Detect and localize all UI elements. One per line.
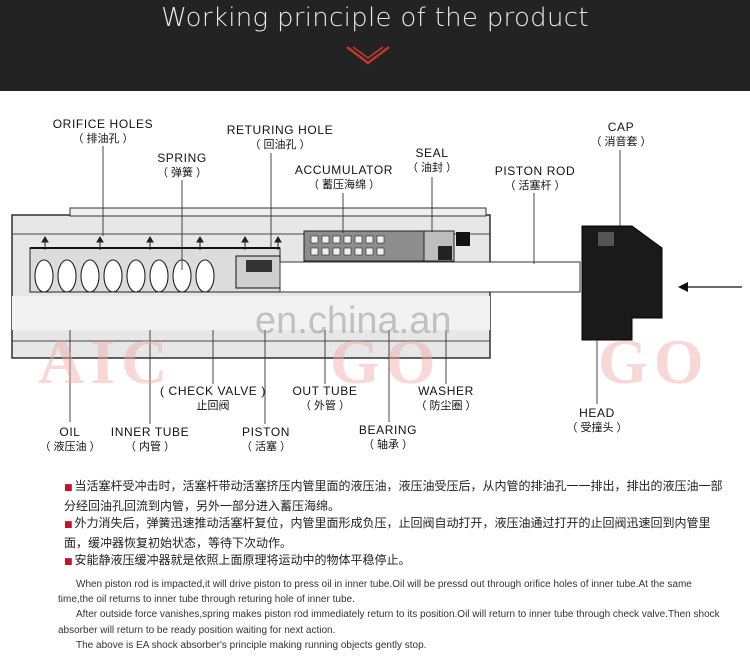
header-banner: Working principle of the product (0, 0, 750, 91)
chevron-down-icon (346, 46, 390, 65)
label-oil: OIL （ 液压油 ） (39, 425, 101, 453)
page-title: Working principle of the product (161, 3, 589, 33)
bullet-icon: ■ (64, 557, 73, 568)
label-cap: CAP （ 消音套 ） (590, 120, 652, 148)
label-check-valve: ( CHECK VALVE ) 止回阀 (160, 384, 266, 412)
label-seal: SEAL （ 油封 ） (406, 146, 458, 174)
cn-paragraph: ■外力消失后，弹簧迅速推动活塞杆复位，内管里面形成负压，止回阀自动打开，液压油通… (64, 516, 711, 550)
watermark-brand-right: GO (598, 326, 710, 397)
orifice-hole-arrows (41, 236, 282, 250)
label-orifice-holes: ORIFICE HOLES （ 排油孔 ） (52, 117, 154, 145)
cn-paragraph: ■安能静液压缓冲器就是依照上面原理将运动中的物体平稳停止。 (64, 553, 411, 568)
label-head: HEAD （ 受撞头 ） (566, 406, 628, 434)
watermark-brand-left: AIC (38, 326, 174, 397)
description-english: When piston rod is impacted,it will driv… (58, 577, 726, 653)
seal-and-washer (423, 230, 470, 262)
bullet-icon: ■ (64, 520, 73, 531)
label-spring: SPRING （ 弹簧 ） (156, 151, 208, 179)
description-chinese: ■当活塞杆受冲击时，活塞杆带动活塞挤压内管里面的液压油，液压油受压后，从内管的排… (64, 478, 724, 572)
label-piston-rod: PISTON ROD （ 活塞杆 ） (494, 164, 576, 192)
en-paragraph: After outside force vanishes,spring make… (58, 609, 720, 636)
label-inner-tube: INNER TUBE （ 内管 ） (110, 425, 190, 453)
label-accumulator: ACCUMULATOR （ 蓄压海绵 ） (294, 163, 394, 191)
piston-rod (279, 261, 581, 293)
watermark-site: en.china.an (255, 300, 452, 342)
cap-and-head (581, 225, 663, 341)
inner-tube (29, 247, 281, 293)
bullet-icon: ■ (64, 483, 73, 493)
label-out-tube: OUT TUBE （ 外管 ） (292, 384, 358, 412)
watermark-brand-mid: GO (330, 326, 442, 397)
cn-paragraph: ■当活塞杆受冲击时，活塞杆带动活塞挤压内管里面的液压油，液压油受压后，从内管的排… (64, 479, 723, 513)
piston (235, 255, 281, 289)
spring-coils (34, 259, 215, 293)
impact-arrow-icon (678, 282, 742, 292)
label-piston: PISTON （ 活塞 ） (240, 425, 292, 453)
label-washer: WASHER （ 防尘圈 ） (415, 384, 477, 412)
en-paragraph: When piston rod is impacted,it will driv… (58, 579, 692, 606)
label-returning-hole: RETURING HOLE （ 回油孔 ） (226, 123, 334, 151)
en-paragraph: The above is EA shock absorber's princip… (76, 639, 427, 651)
accumulator (303, 230, 425, 262)
label-bearing: BEARING （ 轴承 ） (358, 423, 418, 451)
